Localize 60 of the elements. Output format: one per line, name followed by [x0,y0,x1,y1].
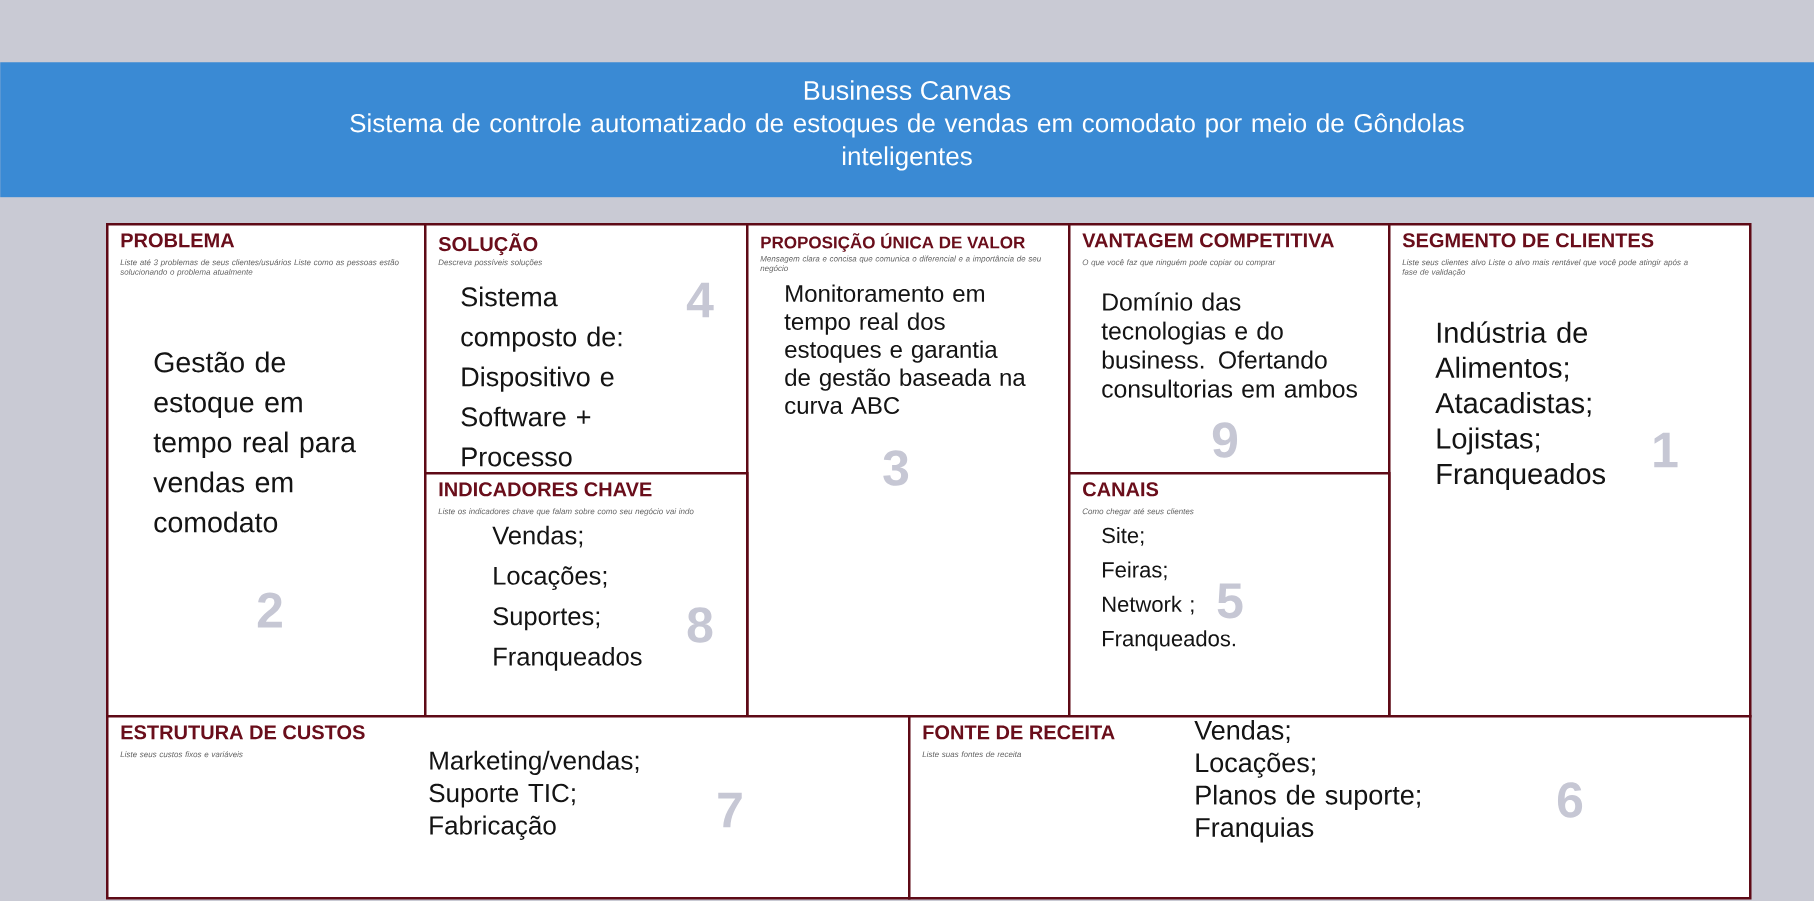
section-text: Fabricação [430,815,556,840]
section-heading: SOLUÇÃO [438,233,538,256]
canvas-cell [908,715,1752,900]
section-text: Atacadistas; [1435,392,1591,417]
section-hint: Liste suas fontes de receita [922,751,1022,758]
section-text: Franquias [1196,817,1314,843]
canvas-cell [106,223,427,718]
section-text: Indústria de Alimentos; [1435,321,1588,382]
section-heading: INDICADORES CHAVE [439,482,652,497]
section-text: Locações; [494,566,607,590]
section-heading: ESTRUTURA DE CUSTOS [121,725,365,740]
section-number: 8 [687,607,713,643]
section-number: 3 [883,450,909,486]
canvas-cell [1068,472,1391,718]
section-text: Suporte TIC; [429,783,575,808]
section-number: 1 [1654,432,1678,468]
section-number: 9 [1212,422,1238,458]
section-text: Network ; [1103,595,1194,615]
section-number: 2 [257,592,282,628]
section-text: Marketing/vendas; [430,750,639,775]
section-number: 6 [1557,782,1583,818]
section-heading: PROPOSIÇÃO ÚNICA DE VALOR [761,233,1025,252]
section-text: Lojistas; [1437,427,1539,455]
canvas-cell [424,472,749,718]
section-hint: Descreva possíveis soluções [438,259,543,267]
section-hint: Liste seus custos fixos e variáveis [120,751,243,758]
section-text: Vendas; [492,525,583,548]
section-number: 7 [718,792,742,828]
canvas-cell [106,715,911,900]
heading-band [0,62,1814,198]
section-heading: SEGMENTO DE CLIENTES [1402,233,1654,248]
band-text: Sistema de controle automatizado de estoques de vendas em comodato por meio de Gôndolas inteligentes [350,113,1464,171]
section-text: Suportes; [493,607,600,631]
section-hint: Mensagem clara e concisa que comunica o diferencial e a importância de seu negócio [760,255,1041,273]
band-heading: Business Canvas [804,80,1011,101]
canvas-cell [1068,223,1391,475]
section-text: Domínio das tecnologias e do business. Ofertando consultorias em ambos [1101,292,1357,398]
section-hint: O que você faz que ninguém pode copiar ou comprar [1082,259,1276,267]
section-hint: Liste os indicadores chave que falam sobre como seu negócio vai indo [438,508,694,516]
section-text: Gestão de estoque em tempo real para vendas em comodato [153,351,356,533]
section-text: Planos de suporte; [1196,784,1420,810]
section-heading: VANTAGEM COMPETITIVA [1082,233,1334,248]
section-text: Franqueados. [1103,630,1235,651]
section-number: 5 [1217,583,1243,619]
canvas-cell [424,223,749,475]
section-text: Sistema composto de: Dispositivo e Software + Processo [461,286,622,467]
section-hint: Como chegar até seus clientes [1082,508,1194,516]
section-hint: Liste até 3 problemas de seus clientes/usuários Liste como as pessoas estão solucionando o problema atualmente [120,259,399,277]
section-hint: Liste seus clientes alvo Liste o alvo mais rentável que você pode atingir após a fase de validação [1402,259,1688,277]
section-number: 4 [686,282,714,318]
section-text: Site; [1102,527,1144,546]
section-text: Franqueados [494,646,642,671]
section-heading: CANAIS [1083,482,1159,497]
section-text: Vendas; [1194,720,1290,744]
section-text: Feiras; [1103,561,1167,581]
section-text: Locações; [1196,752,1315,778]
section-heading: PROBLEMA [121,233,235,248]
section-text: Franqueados [1437,462,1606,490]
section-heading: FONTE DE RECEITA [923,725,1115,740]
section-text: Monitoramento em tempo real dos estoques e garantia de gestão baseada na curva ABC [784,284,1026,415]
